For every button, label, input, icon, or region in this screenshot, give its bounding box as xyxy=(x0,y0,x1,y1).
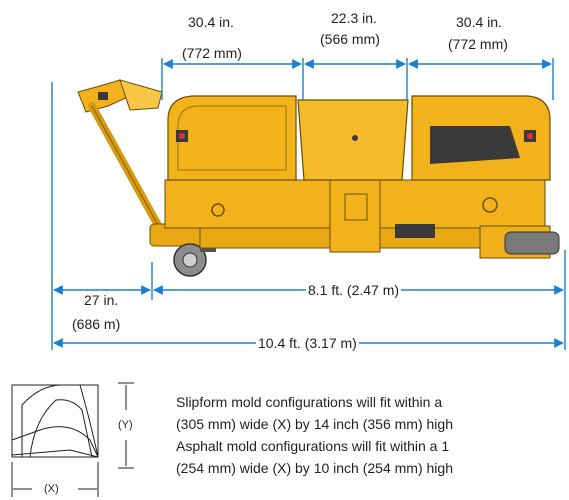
right-hood xyxy=(411,95,551,181)
machine-length-label: 8.1 ft. (2.47 m) xyxy=(306,282,402,298)
paver-machine-illustration xyxy=(77,79,560,277)
center-gap-metric-label: (566 mm) xyxy=(318,31,382,47)
handle-offset-metric-label: (686 m) xyxy=(70,316,123,332)
note-line-4: (254 mm) wide (X) by 10 inch (254 mm) hi… xyxy=(176,460,453,476)
center-gap-imperial-label: 22.3 in. xyxy=(329,10,379,26)
left-gap-imperial-label: 30.4 in. xyxy=(186,14,236,30)
right-gap-imperial-label: 30.4 in. xyxy=(454,14,504,30)
left-gap-metric-label: (772 mm) xyxy=(180,45,244,61)
note-line-2: (305 mm) wide (X) by 14 inch (356 mm) hi… xyxy=(176,416,453,432)
overall-length-label: 10.4 ft. (3.17 m) xyxy=(256,335,359,351)
center-hopper xyxy=(297,99,409,181)
chassis xyxy=(164,179,560,259)
mold-height-label: (Y) xyxy=(118,419,133,431)
left-hood xyxy=(167,95,297,181)
handle-offset-imperial-label: 27 in. xyxy=(82,292,121,308)
note-line-1: Slipform mold configurations will fit wi… xyxy=(176,394,443,410)
right-gap-metric-label: (772 mm) xyxy=(446,36,510,52)
note-line-3: Asphalt mold configurations will fit wit… xyxy=(176,438,450,454)
tow-handle xyxy=(77,79,168,240)
mold-width-label: (X) xyxy=(44,483,59,495)
mold-profile-diagram xyxy=(11,382,134,497)
